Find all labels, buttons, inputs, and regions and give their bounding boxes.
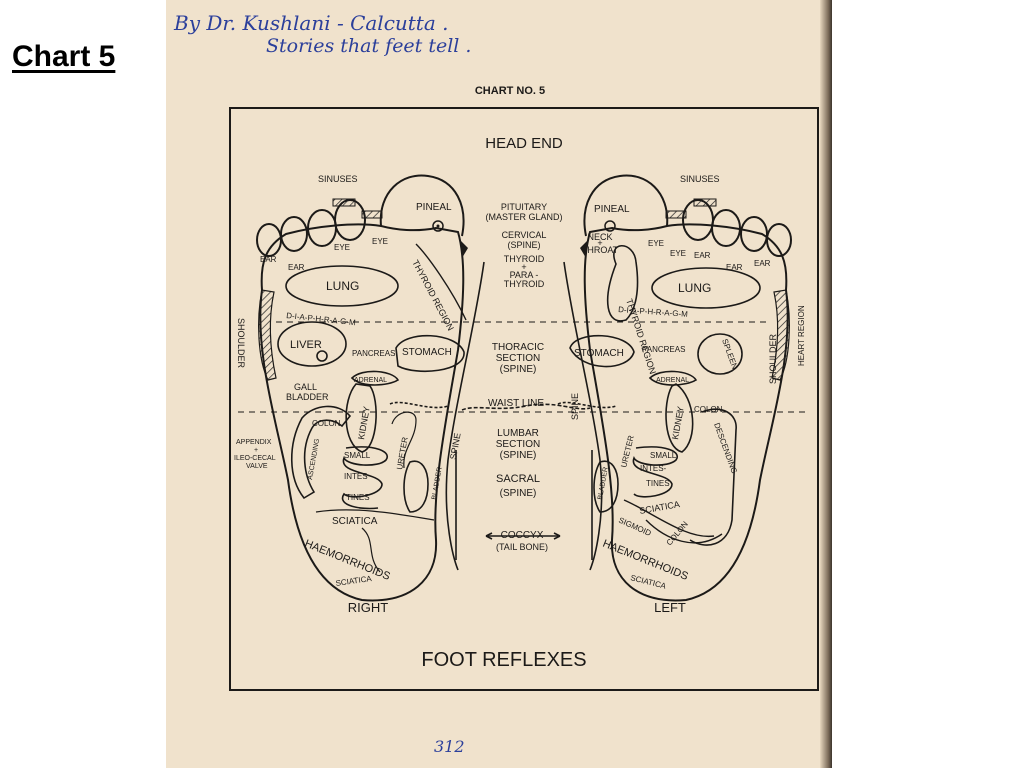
left-foot-outline [583, 174, 792, 602]
label-sigmoid: SIGMOID [617, 516, 653, 538]
label-bladder-right: BLADDER [431, 467, 444, 501]
label-eye-left-2: EYE [670, 249, 686, 258]
label-thoracic-spine: (SPINE) [500, 364, 537, 375]
label-gall-bladder: BLADDER [286, 392, 329, 402]
label-colon-left: COLON [694, 405, 723, 414]
label-sciatica-left-2: SCIATICA [630, 573, 668, 591]
label-cervical-spine: (SPINE) [507, 240, 540, 250]
label-ear-left-2: EAR [726, 263, 743, 272]
label-eye-right-2: EYE [372, 237, 388, 246]
label-spine-left: SPINE [570, 393, 580, 420]
label-sinuses-right: SINUSES [318, 174, 358, 184]
label-sciatica-right: SCIATICA [332, 516, 378, 527]
label-adrenal-right: ADRENAL [354, 377, 387, 384]
label-shoulder-right: SHOULDER [236, 318, 246, 369]
chart-frame [229, 107, 819, 691]
page-number: 312 [434, 737, 465, 756]
label-adrenal-left: ADRENAL [656, 377, 689, 384]
label-ear-left-3: EAR [754, 259, 771, 268]
label-stomach-left: STOMACH [574, 348, 624, 359]
label-cervical: CERVICAL [502, 230, 547, 240]
chart-number: CHART NO. 5 [475, 85, 545, 97]
label-thyroid-region-right: THYROID REGION [410, 258, 456, 332]
label-tines-right: TINES [346, 493, 370, 502]
label-gall: GALL [294, 382, 317, 392]
slide-title: Chart 5 [12, 40, 116, 73]
label-pituitary: PITUITARY [501, 202, 547, 212]
label-kidney-right: KIDNEY [356, 406, 372, 441]
label-tail-bone: (TAIL BONE) [496, 542, 548, 552]
handwriting-line1: By Dr. Kushlani - Calcutta . [173, 11, 448, 35]
label-colon-right: COLON [312, 419, 341, 428]
label-bladder-left: BLADDER [597, 467, 610, 501]
label-tines-left: TINES [646, 479, 670, 488]
foot-reflex-diagram: By Dr. Kushlani - Calcutta . Stories tha… [173, 11, 819, 756]
label-small-left: SMALL [650, 451, 677, 460]
label-appendix-plus: + [254, 447, 258, 454]
label-neck-plus: + [597, 238, 602, 248]
label-ascending: ASCENDING [307, 438, 321, 480]
label-coccyx: COCCYX [501, 530, 544, 541]
label-liver: LIVER [290, 339, 322, 351]
label-eye-right-1: EYE [334, 243, 350, 252]
label-heart-region: HEART REGION [797, 305, 806, 366]
label-thoracic: THORACIC [492, 342, 544, 353]
label-thoracic-section: SECTION [496, 353, 540, 364]
label-ileo-cecal: ILEO-CECAL [234, 455, 276, 462]
label-sacral-spine: (SPINE) [500, 488, 537, 499]
right-foot-outline [256, 174, 465, 602]
label-lung-right: LUNG [326, 279, 359, 293]
label-neck: NECK [587, 232, 612, 242]
label-kidney-left: KIDNEY [670, 406, 686, 441]
label-lung-left: LUNG [678, 281, 711, 295]
label-haemorrhoids-right: HAEMORRHOIDS [303, 538, 392, 583]
label-small-right: SMALL [344, 451, 371, 460]
label-pancreas-right: PANCREAS [352, 349, 395, 358]
label-sacral: SACRAL [496, 473, 540, 485]
label-spine-right: SPINE [448, 432, 463, 460]
label-pancreas-left: PANCREAS [642, 345, 685, 354]
scanned-chart-page: By Dr. Kushlani - Calcutta . Stories tha… [166, 0, 832, 768]
label-left: LEFT [654, 600, 686, 615]
label-foot-reflexes: FOOT REFLEXES [421, 649, 586, 671]
label-right: RIGHT [348, 600, 389, 615]
spine-outline [445, 261, 603, 571]
scan-page-edge [820, 0, 832, 768]
label-appendix: APPENDIX [236, 439, 272, 446]
label-waist-line: WAIST LINE [488, 398, 544, 409]
label-master-gland: (MASTER GLAND) [485, 212, 562, 222]
label-intes-right: INTES [344, 472, 368, 481]
label-spleen: SPLEEN [720, 338, 739, 371]
label-pineal-right: PINEAL [416, 202, 452, 213]
label-valve: VALVE [246, 463, 268, 470]
label-thyroid-plus: + [521, 262, 526, 272]
label-sciatica-left: SCIATICA [639, 499, 681, 516]
label-ear-left-1: EAR [694, 251, 711, 260]
label-lumbar-section: SECTION [496, 439, 540, 450]
label-sciatica-right-2: SCIATICA [335, 574, 373, 588]
handwriting-line2: Stories that feet tell . [266, 35, 471, 57]
label-ear-right-1: EAR [260, 255, 277, 264]
label-thyroid: THYROID [504, 254, 545, 264]
label-para: PARA - [510, 270, 539, 280]
label-sinuses-left: SINUSES [680, 174, 720, 184]
label-pineal-left: PINEAL [594, 204, 630, 215]
head-end-label: HEAD END [485, 135, 563, 152]
label-ear-right-2: EAR [288, 263, 305, 272]
label-lumbar: LUMBAR [497, 428, 539, 439]
label-throat: THROAT [582, 245, 619, 255]
label-eye-left-1: EYE [648, 239, 664, 248]
label-lumbar-spine: (SPINE) [500, 450, 537, 461]
label-shoulder-left: SHOULDER [768, 333, 778, 384]
label-stomach-right: STOMACH [402, 347, 452, 358]
label-thyroid-2: THYROID [504, 279, 545, 289]
label-intes-left: INTES- [640, 464, 667, 473]
